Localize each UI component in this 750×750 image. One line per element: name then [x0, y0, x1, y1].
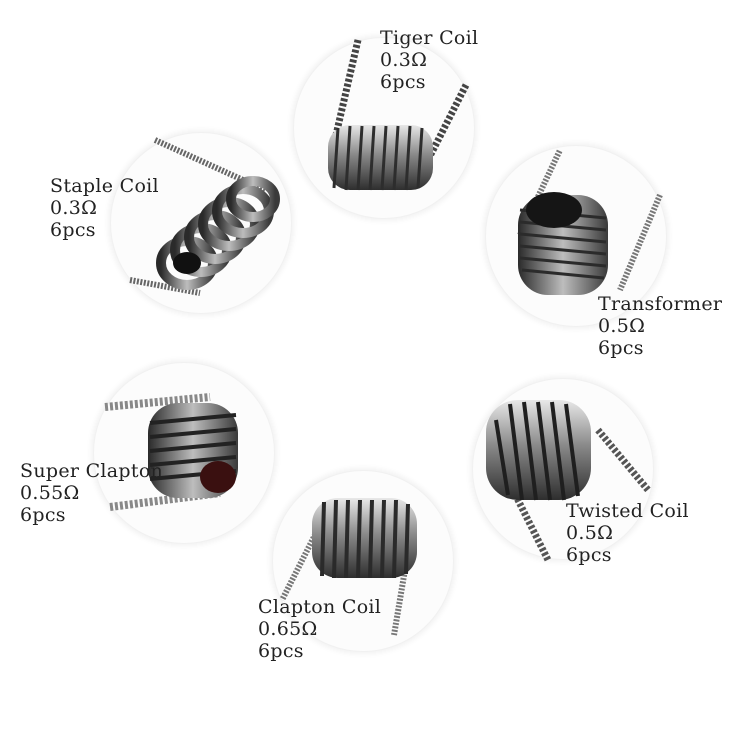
tiger-coil-name: Tiger Coil [380, 27, 479, 49]
tiger-coil-resistance: 0.3Ω [380, 49, 428, 71]
staple-coil-image [129, 137, 280, 296]
clapton-coil-name: Clapton Coil [258, 596, 382, 618]
twisted-coil-label: Twisted Coil 0.5Ω 6pcs [566, 500, 689, 566]
super-clapton-resistance: 0.55Ω [20, 482, 80, 504]
tiger-coil-label: Tiger Coil 0.3Ω 6pcs [380, 27, 478, 93]
transformer-count: 6pcs [598, 337, 644, 359]
transformer-circle [485, 145, 667, 327]
clapton-coil-count: 6pcs [258, 640, 304, 662]
clapton-coil-resistance: 0.65Ω [258, 618, 318, 640]
tiger-coil-image [328, 39, 470, 191]
super-clapton-count: 6pcs [20, 504, 66, 526]
super-clapton-label: Super Clapton 0.55Ω 6pcs [20, 460, 163, 526]
staple-coil-name: Staple Coil [50, 175, 159, 197]
clapton-coil-image [279, 498, 417, 636]
transformer-label: Transformer 0.5Ω 6pcs [598, 293, 722, 359]
clapton-coil-label: Clapton Coil 0.65Ω 6pcs [258, 596, 381, 662]
transformer-name: Transformer [598, 293, 723, 315]
twisted-coil-image [486, 400, 651, 562]
twisted-coil-name: Twisted Coil [566, 500, 689, 522]
super-clapton-image [104, 393, 238, 511]
twisted-coil-resistance: 0.5Ω [566, 522, 614, 544]
transformer-image [517, 148, 663, 295]
staple-coil-count: 6pcs [50, 219, 96, 241]
super-clapton-name: Super Clapton [20, 460, 164, 482]
tiger-coil-count: 6pcs [380, 71, 426, 93]
transformer-resistance: 0.5Ω [598, 315, 646, 337]
staple-coil-label: Staple Coil 0.3Ω 6pcs [50, 175, 159, 241]
staple-coil-resistance: 0.3Ω [50, 197, 98, 219]
twisted-coil-count: 6pcs [566, 544, 612, 566]
